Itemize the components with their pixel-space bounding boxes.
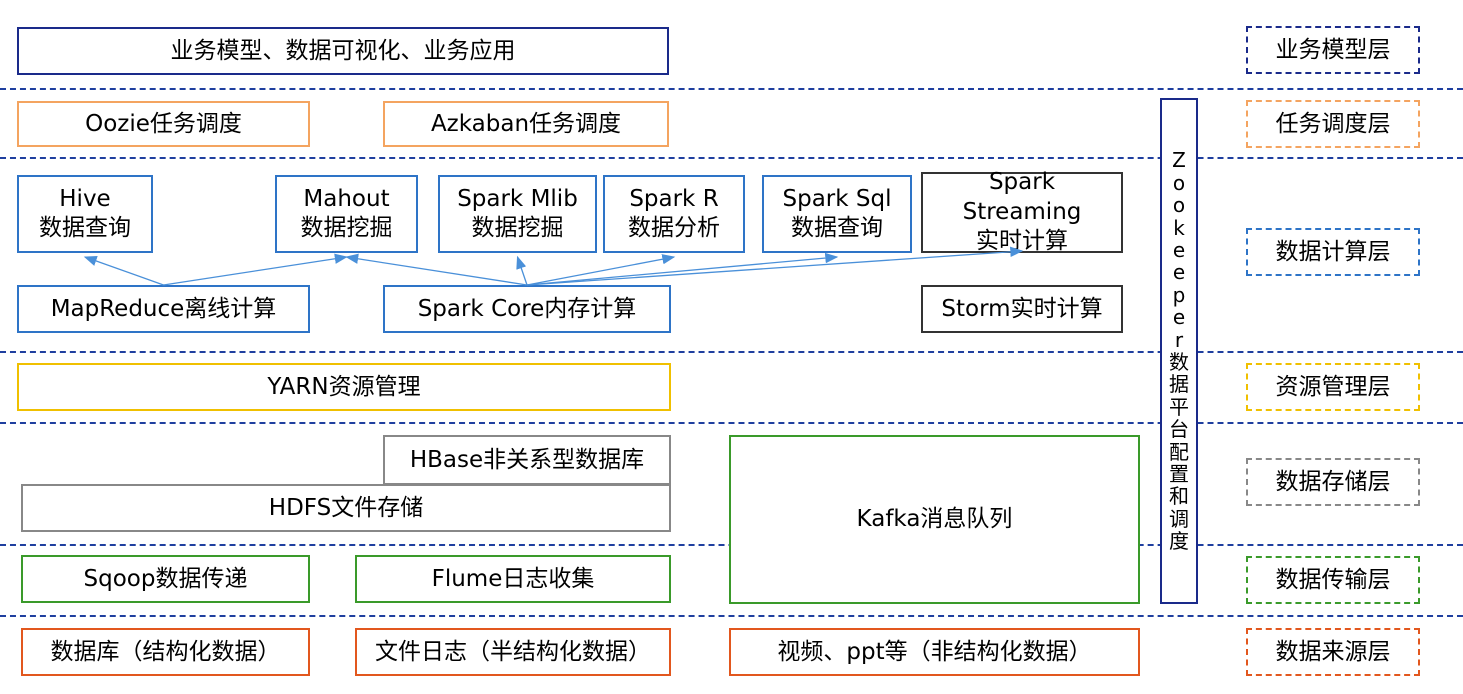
hive-box: Hive 数据查询 xyxy=(17,175,153,253)
spark-r-box: Spark R 数据分析 xyxy=(603,175,745,253)
zookeeper-char: o xyxy=(1172,170,1186,195)
layer-label-transport: 数据传输层 xyxy=(1246,556,1420,604)
layer-separator xyxy=(0,157,1463,159)
spark-core-box: Spark Core内存计算 xyxy=(383,285,671,333)
zookeeper-char: Z xyxy=(1172,148,1186,173)
video-ppt-source-box: 视频、ppt等（非结构化数据） xyxy=(729,628,1140,676)
kafka-box: Kafka消息队列 xyxy=(729,435,1140,604)
layer-label-resource: 资源管理层 xyxy=(1246,363,1420,411)
layer-label-storage: 数据存储层 xyxy=(1246,458,1420,506)
spark-mlib-box: Spark Mlib 数据挖掘 xyxy=(438,175,597,253)
arrow-mapreduce-to-mahout xyxy=(163,253,348,286)
layer-separator xyxy=(0,615,1463,617)
zookeeper-char: 度 xyxy=(1169,529,1189,554)
arrow-spark_core-to-mahout xyxy=(345,253,528,286)
mapreduce-box: MapReduce离线计算 xyxy=(17,285,310,333)
zookeeper-char: 数 xyxy=(1169,350,1189,374)
zookeeper-char: p xyxy=(1172,282,1186,307)
zookeeper-char: e xyxy=(1172,260,1186,285)
azkaban-box: Azkaban任务调度 xyxy=(383,101,669,147)
zookeeper-char: 置 xyxy=(1169,461,1189,486)
spark-streaming-box: Spark Streaming 实时计算 xyxy=(921,169,1123,254)
layer-label-source: 数据来源层 xyxy=(1246,628,1420,676)
zookeeper-char: e xyxy=(1172,238,1186,263)
layer-label-scheduling: 任务调度层 xyxy=(1246,100,1420,148)
storm-box: Storm实时计算 xyxy=(921,285,1123,333)
layer-separator xyxy=(0,88,1463,90)
business-app-box: 业务模型、数据可视化、业务应用 xyxy=(17,27,669,75)
layer-label-compute: 数据计算层 xyxy=(1246,228,1420,276)
zookeeper-char: 和 xyxy=(1169,484,1189,509)
zookeeper-char: 平 xyxy=(1169,394,1189,419)
spark-sql-box: Spark Sql 数据查询 xyxy=(762,175,912,253)
zookeeper-char: k xyxy=(1173,215,1185,240)
oozie-box: Oozie任务调度 xyxy=(17,101,310,147)
arrow-mapreduce-to-hive xyxy=(83,256,164,286)
zookeeper-char: 台 xyxy=(1169,417,1189,442)
zookeeper-char: e xyxy=(1172,305,1186,330)
layer-label-business: 业务模型层 xyxy=(1246,26,1420,74)
layer-separator xyxy=(0,351,1463,353)
flume-box: Flume日志收集 xyxy=(355,555,671,603)
mahout-box: Mahout 数据挖掘 xyxy=(275,175,418,253)
zookeeper-char: r xyxy=(1174,327,1184,352)
layer-separator xyxy=(0,422,1463,424)
sqoop-box: Sqoop数据传递 xyxy=(21,555,310,603)
zookeeper-char: 配 xyxy=(1169,439,1189,464)
zookeeper-char: o xyxy=(1172,193,1186,218)
database-source-box: 数据库（结构化数据） xyxy=(21,628,310,676)
arrow-spark_core-to-spark_r xyxy=(526,254,676,286)
arrow-spark_core-to-spark_mlib xyxy=(516,255,528,286)
file-log-source-box: 文件日志（半结构化数据） xyxy=(355,628,671,676)
hdfs-box: HDFS文件存储 xyxy=(21,484,671,532)
arrow-spark_core-to-spark_sql xyxy=(526,252,839,286)
hbase-box: HBase非关系型数据库 xyxy=(383,435,671,485)
zookeeper-char: 调 xyxy=(1169,506,1189,531)
yarn-box: YARN资源管理 xyxy=(17,363,671,411)
arrow-spark_core-to-spark_streaming xyxy=(526,246,1024,286)
zookeeper-char: 据 xyxy=(1169,372,1189,397)
